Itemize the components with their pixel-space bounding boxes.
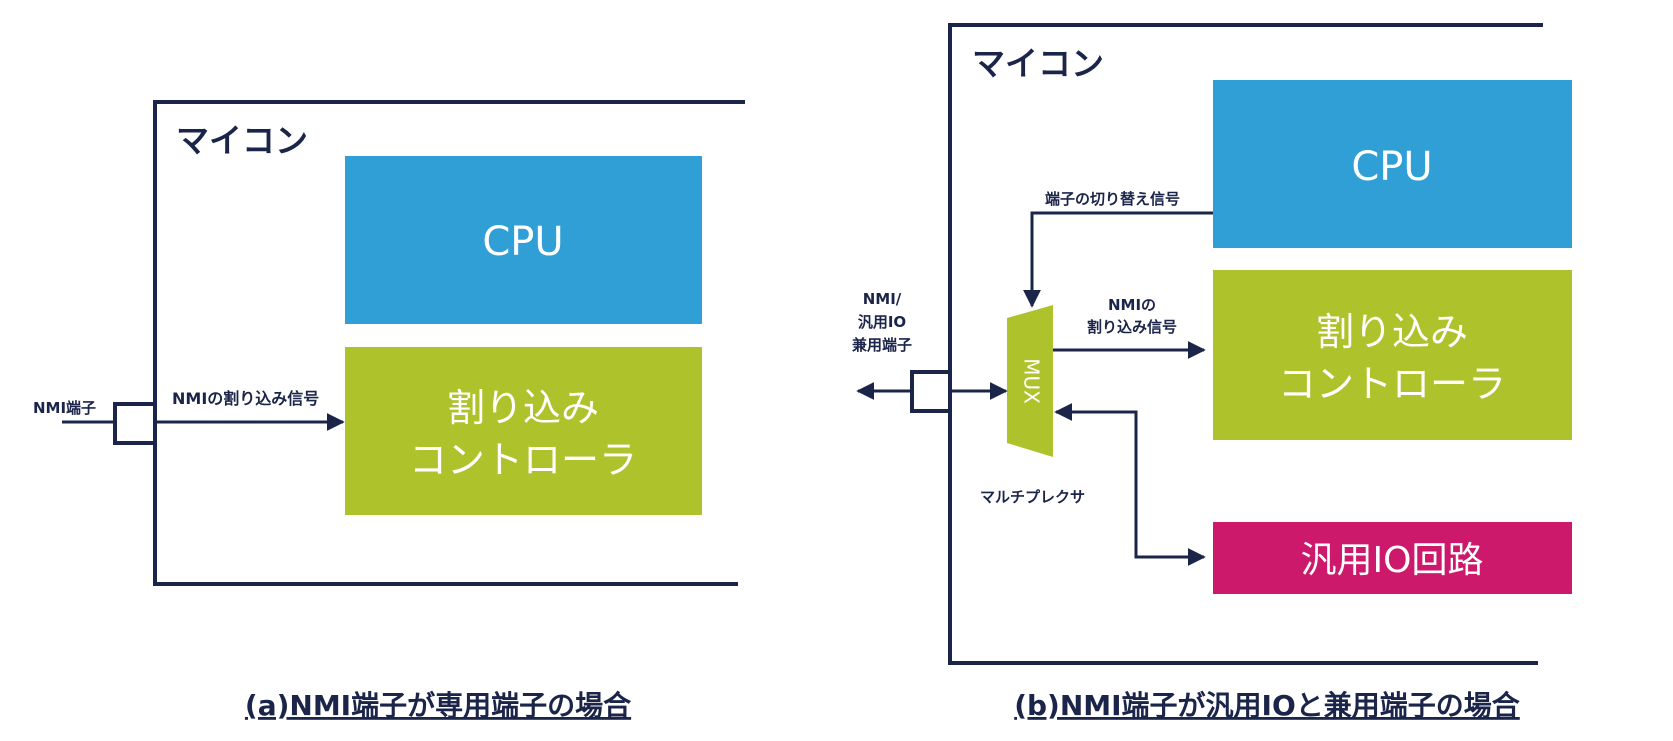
- cpu-label-a: CPU: [482, 219, 563, 265]
- interrupt-controller-label-a-line1: 割り込み: [447, 386, 599, 430]
- pin-label-a: NMI端子: [33, 399, 96, 417]
- mcu-boundary-a: [153, 100, 745, 586]
- interrupt-controller-label-b-line2: コントローラ: [1278, 362, 1506, 406]
- mcu-label-a: マイコン: [176, 121, 308, 160]
- gpio-circuit-label-b: 汎用IO回路: [1301, 540, 1484, 581]
- nmi-signal-label-a: NMIの割り込み信号: [172, 389, 319, 408]
- diagram-a: マイコン CPU 割り込み コントローラ NMI端子 NMIの割り込み信号 (a…: [33, 100, 745, 722]
- nmi-signal-label-b-line2: 割り込み信号: [1087, 318, 1177, 336]
- cpu-block-b: [1213, 80, 1572, 248]
- pin-label-b-line3: 兼用端子: [852, 336, 912, 354]
- mux-label-b: MUX: [1020, 358, 1044, 404]
- mcu-boundary-b: [948, 23, 1543, 665]
- pin-terminal-a: [113, 402, 157, 445]
- interrupt-controller-block-b: [1213, 270, 1572, 440]
- caption-a: (a)NMI端子が専用端子の場合: [245, 689, 632, 722]
- pin-label-b-line2: 汎用IO: [858, 313, 906, 331]
- mcu-label-b: マイコン: [972, 44, 1104, 83]
- pin-label-b-line1: NMI/: [863, 290, 902, 308]
- caption-b: (b)NMI端子が汎用IOと兼用端子の場合: [1014, 689, 1521, 722]
- nmi-signal-label-b-line1: NMIの: [1108, 296, 1156, 314]
- mux-block-b: [1007, 305, 1053, 457]
- switch-signal-label-b: 端子の切り替え信号: [1045, 190, 1180, 208]
- diagram-b: マイコン CPU 割り込み コントローラ 汎用IO回路 MUX マルチプレクサ …: [852, 23, 1572, 722]
- interrupt-controller-label-a-line2: コントローラ: [409, 438, 637, 482]
- cpu-block-a: [345, 156, 702, 324]
- switch-signal-arrow-b: [1023, 211, 1213, 308]
- mux-caption-b: マルチプレクサ: [980, 488, 1085, 506]
- pin-terminal-b: [910, 370, 952, 413]
- gpio-circuit-block-b: [1213, 522, 1572, 594]
- cpu-label-b: CPU: [1351, 144, 1432, 190]
- interrupt-controller-block-a: [345, 347, 702, 515]
- interrupt-controller-label-b-line1: 割り込み: [1316, 310, 1468, 354]
- mux-gpio-bidirectional-arrow-b: [1054, 403, 1206, 566]
